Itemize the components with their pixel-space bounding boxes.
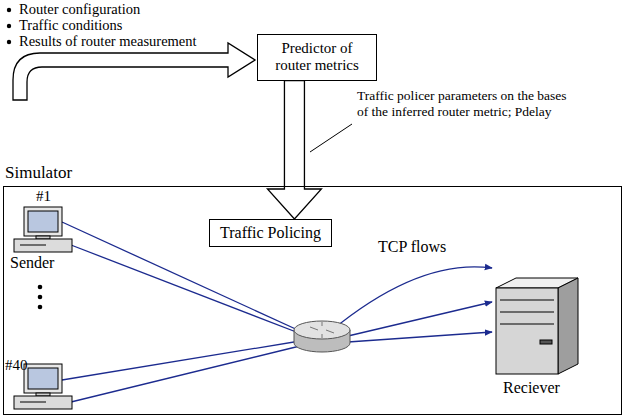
input-arrow <box>13 43 255 100</box>
annotation: Sender <box>10 254 54 272</box>
process-box: Traffic Policing <box>209 219 332 247</box>
annotation: TCP flows <box>378 238 446 256</box>
hollow-arrow <box>267 81 321 220</box>
annotation: #1 <box>36 188 51 205</box>
bullet-item: Router configuration <box>19 1 140 18</box>
ellipsis-dots <box>38 285 43 310</box>
router-symbol <box>294 321 350 352</box>
bullet <box>7 8 11 44</box>
bullet-item: Results of router measurement <box>19 33 197 50</box>
process-box: Predictor of router metrics <box>257 34 377 81</box>
computer-icon <box>14 207 72 252</box>
annotation: Reciever <box>503 379 560 397</box>
tcp-flow-lines <box>62 222 492 402</box>
leader-line <box>310 124 352 152</box>
box-label: Traffic Policing <box>220 224 321 242</box>
edge-label: Traffic policer parameters on the bases … <box>357 88 567 120</box>
server-icon <box>496 278 578 374</box>
annotation: #40 <box>5 357 28 374</box>
bullet-item: Traffic conditions <box>19 17 123 34</box>
box-label: Predictor of router metrics <box>267 40 367 75</box>
region-heading: Simulator <box>5 163 72 183</box>
